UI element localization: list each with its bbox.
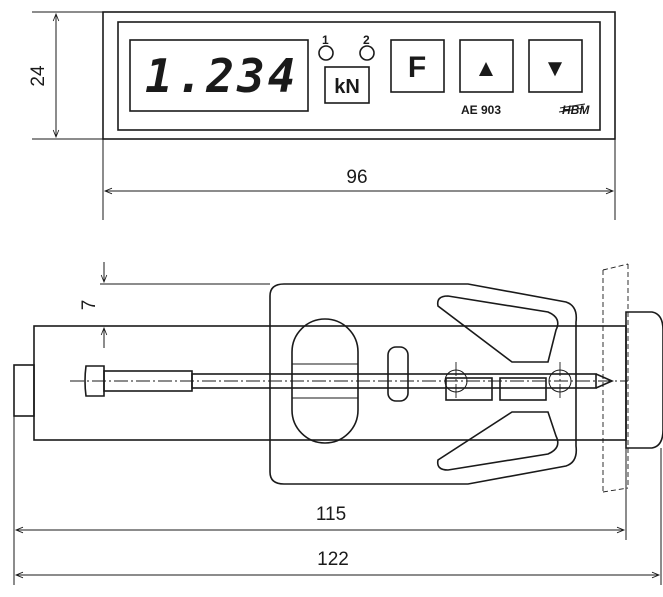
housing-body bbox=[33, 325, 627, 441]
led-1-indicator bbox=[318, 45, 334, 61]
screw-head bbox=[84, 365, 105, 397]
side-view bbox=[13, 263, 663, 493]
front-panel-outer bbox=[102, 11, 616, 140]
hbm-logo-icon: HBM bbox=[558, 103, 590, 117]
nut-block-1 bbox=[445, 377, 493, 401]
dimension-height-label: 24 bbox=[28, 65, 49, 87]
dimension-housing-length-label: 115 bbox=[316, 504, 346, 525]
dimension-offset-label: 7 bbox=[79, 300, 100, 311]
led-label-2: 2 bbox=[363, 33, 370, 47]
dimension-width-label: 96 bbox=[346, 167, 367, 188]
dimension-housing-length: 115 bbox=[13, 416, 627, 585]
dimension-width: 96 bbox=[102, 139, 616, 220]
clamp-slot-upper bbox=[436, 295, 559, 363]
nut-block-2 bbox=[499, 377, 547, 401]
dimension-total-length: 122 bbox=[14, 448, 662, 585]
model-label: AE 903 bbox=[461, 103, 501, 117]
dimension-offset: 7 bbox=[79, 262, 270, 348]
function-button[interactable]: F bbox=[390, 39, 445, 93]
down-arrow-icon: ▼ bbox=[543, 55, 567, 82]
led-label-1: 1 bbox=[322, 33, 329, 47]
up-button[interactable]: ▲ bbox=[459, 39, 514, 93]
front-view: 1.234 1 2 kN F ▲ ▼ AE 903 HBM bbox=[102, 11, 616, 140]
unit-label: kN bbox=[334, 76, 360, 98]
front-panel-inner bbox=[117, 21, 601, 131]
led-2-indicator bbox=[359, 45, 375, 61]
down-button[interactable]: ▼ bbox=[528, 39, 583, 93]
clamp-slot-lower bbox=[436, 411, 559, 471]
dimension-total-length-label: 122 bbox=[317, 549, 349, 570]
mounting-clamp bbox=[269, 283, 578, 485]
function-button-label: F bbox=[408, 51, 426, 84]
lcd-display-value: 1.234 bbox=[145, 49, 298, 103]
rear-connector bbox=[13, 364, 35, 417]
dimension-height: 24 bbox=[28, 11, 103, 140]
lcd-window bbox=[129, 39, 309, 112]
up-arrow-icon: ▲ bbox=[474, 55, 498, 82]
front-bezel bbox=[625, 311, 663, 449]
unit-label-box bbox=[324, 66, 370, 104]
panel-cutout bbox=[602, 263, 629, 493]
